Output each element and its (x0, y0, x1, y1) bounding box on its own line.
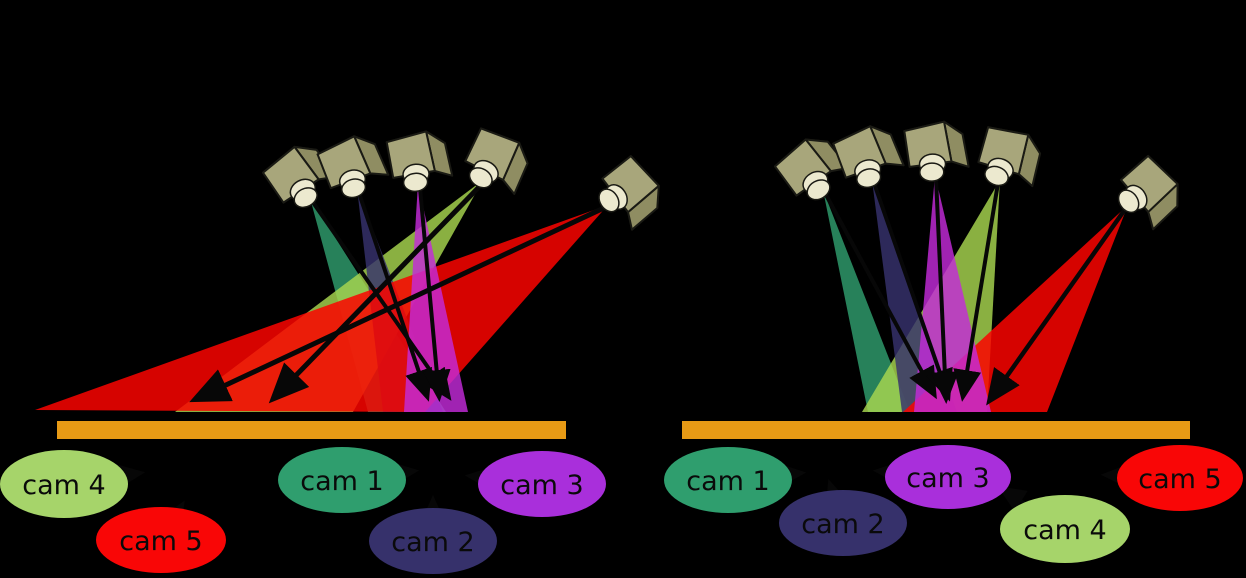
axis-arrow-cam5 (986, 206, 1128, 406)
label-ellipse-cam4 (1000, 495, 1130, 563)
label-text-cam1: cam 1 (300, 466, 383, 497)
axis-arrow-cam1 (310, 199, 452, 401)
label-text-cam2: cam 2 (801, 509, 884, 540)
axis-arrow-cam2 (357, 192, 433, 402)
axis-arrow-cam4 (953, 182, 1000, 402)
frustum-cam5 (35, 205, 608, 412)
right-axis-arrows (823, 177, 1128, 406)
axis-arrow-cam1 (823, 192, 937, 400)
frustum-cam1 (823, 190, 910, 412)
label-ellipse-cam3 (478, 451, 606, 517)
left-axis-arrows (189, 183, 608, 404)
axis-arrow-cam2 (872, 182, 953, 402)
right-labels: cam 1 cam 2 cam 3 cam 4 cam 5 (664, 445, 1243, 563)
label-text-cam3: cam 3 (906, 463, 989, 494)
camera-2-icon (830, 119, 908, 195)
camera-3-icon (385, 128, 455, 195)
label-ellipse-cam3 (885, 445, 1011, 509)
label-text-cam5: cam 5 (1138, 464, 1221, 495)
label-text-cam3: cam 3 (500, 470, 583, 501)
camera-5-icon (586, 150, 672, 238)
left-labels: cam 4 cam 5 cam 1 cam 2 cam 3 (0, 447, 606, 574)
ground-plane-left (57, 421, 566, 439)
label-ellipse-cam1 (278, 447, 406, 513)
label-text-cam5: cam 5 (119, 526, 202, 557)
label-ellipse-cam4 (0, 450, 128, 518)
label-ellipse-cam2 (779, 490, 907, 556)
left-panel: cam 4 cam 5 cam 1 cam 2 cam 3 (0, 120, 672, 574)
label-ellipse-cam5 (96, 507, 226, 573)
label-text-cam1: cam 1 (686, 466, 769, 497)
camera-4-icon (968, 118, 1051, 200)
label-text-cam2: cam 2 (391, 527, 474, 558)
camera-3-icon (903, 119, 971, 184)
label-ellipse-cam5 (1117, 445, 1243, 511)
label-text-cam4: cam 4 (22, 470, 105, 501)
right-panel: cam 1 cam 2 cam 3 cam 4 cam 5 (664, 118, 1243, 563)
label-text-cam4: cam 4 (1023, 515, 1106, 546)
axis-arrow-cam5 (189, 204, 608, 403)
axis-arrow-cam4 (268, 183, 483, 404)
right-frustums (823, 175, 1128, 412)
ground-plane-right (682, 421, 1190, 439)
camera-2-icon (314, 129, 393, 205)
axis-arrow-cam3 (930, 177, 959, 404)
label-ellipse-cam1 (664, 447, 792, 513)
label-ellipse-cam2 (369, 508, 497, 574)
